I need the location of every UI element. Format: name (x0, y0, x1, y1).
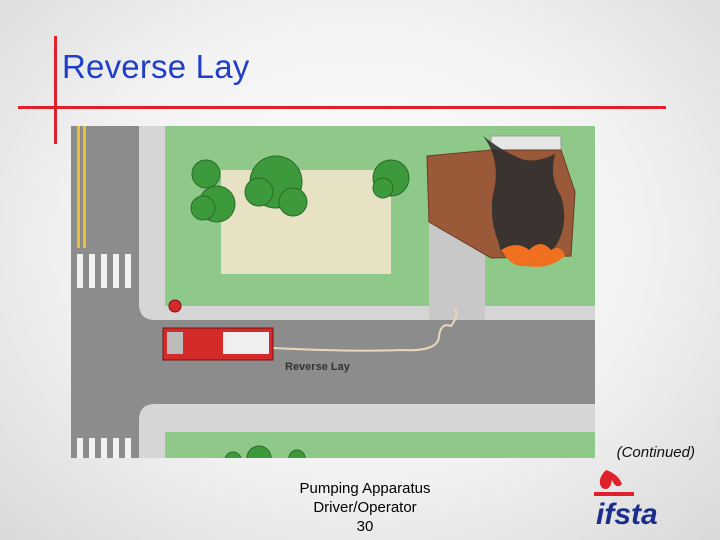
hydrant-icon (168, 299, 182, 313)
flame-icon (599, 470, 622, 489)
smoke-icon (483, 136, 565, 261)
page-number: 30 (356, 518, 374, 535)
title-rule-horizontal (18, 106, 666, 109)
fire-engine-icon (162, 327, 274, 361)
slide-title: Reverse Lay (62, 48, 250, 85)
logo-stripe (594, 492, 634, 496)
lane-line (83, 126, 86, 248)
continued-note: (Continued) (616, 444, 695, 461)
lane-line (77, 126, 80, 248)
tree-icon (190, 155, 410, 458)
title-rule-vertical (54, 36, 57, 144)
logo-text: ifsta (596, 498, 658, 530)
footer-line-2: Driver/Operator (313, 499, 417, 516)
fire-icon (501, 244, 565, 267)
crosswalk (77, 254, 131, 458)
ifsta-logo: ifsta (594, 470, 658, 530)
hose-icon (272, 307, 458, 352)
footer: Pumping Apparatus Driver/Operator 30 (255, 479, 475, 536)
reverse-lay-diagram: Reverse Lay (71, 126, 595, 458)
diagram-label: Reverse Lay (285, 361, 351, 373)
footer-line-1: Pumping Apparatus (299, 480, 431, 497)
